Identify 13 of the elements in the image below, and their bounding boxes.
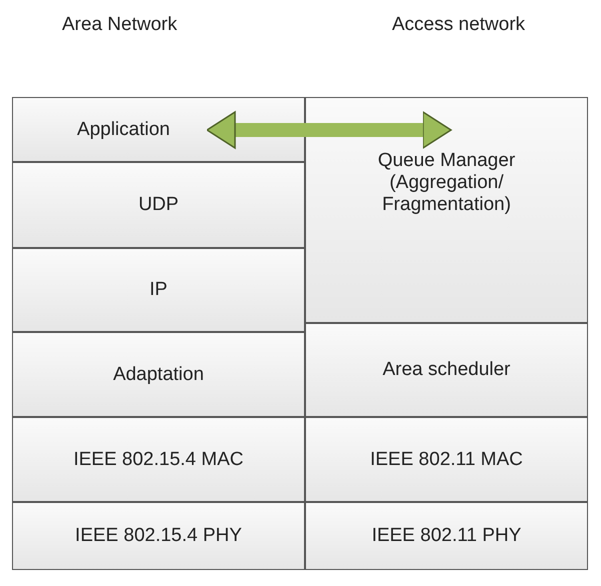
column-heading: Access network	[392, 14, 526, 36]
layer-box: Adaptation	[12, 332, 305, 417]
layer-box: Queue Manager (Aggregation/ Fragmentation)	[305, 97, 588, 323]
layer-box: IP	[12, 248, 305, 332]
layer-box: IEEE 802.11 PHY	[305, 502, 588, 570]
layer-box: Application	[12, 97, 305, 162]
double-arrow	[206, 111, 452, 149]
layer-box: IEEE 802.11 MAC	[305, 417, 588, 502]
layer-box: UDP	[12, 162, 305, 248]
layer-box: Area scheduler	[305, 323, 588, 417]
layer-box: IEEE 802.15.4 PHY	[12, 502, 305, 570]
layer-box: IEEE 802.15.4 MAC	[12, 417, 305, 502]
column-heading: Area Network	[62, 14, 178, 36]
